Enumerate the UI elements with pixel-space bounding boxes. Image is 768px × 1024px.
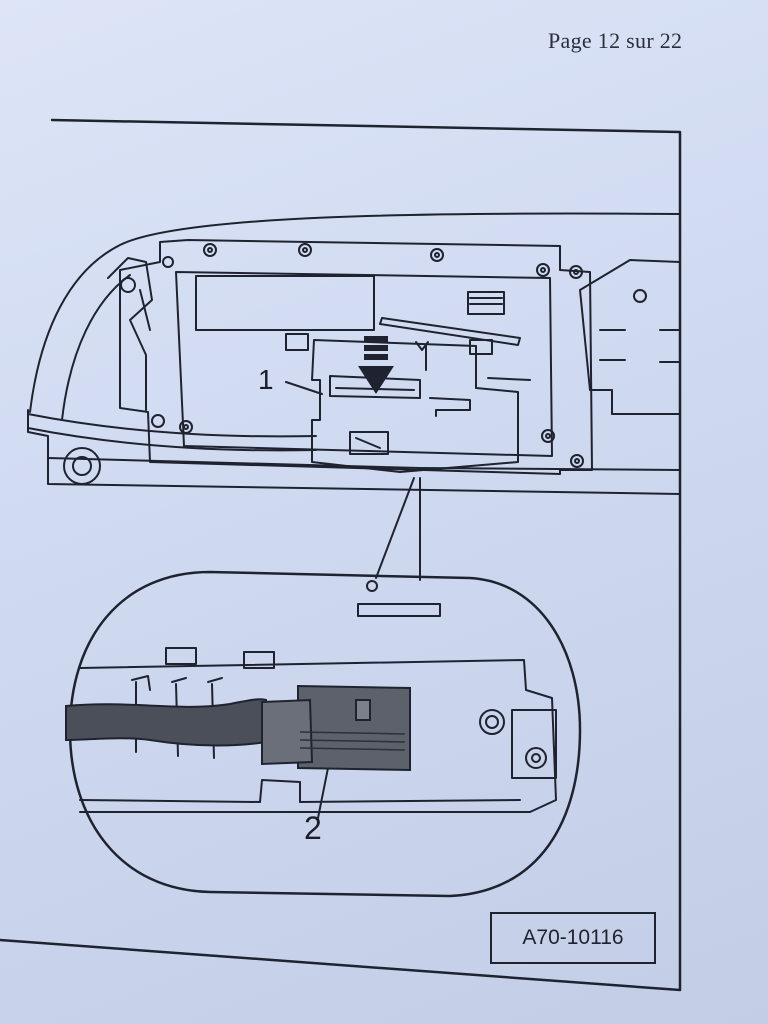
- module-latch: [311, 339, 519, 473]
- callout-2: 2: [304, 810, 322, 846]
- wiring-harness: [65, 698, 267, 747]
- down-arrow-icon: [358, 336, 394, 394]
- detail-bubble: [68, 570, 582, 898]
- page-number: Page 12 sur 22: [548, 28, 683, 53]
- mounting-bracket: [119, 239, 593, 475]
- detail-pointer: [375, 477, 421, 581]
- figure-reference: A70-10116: [490, 912, 656, 964]
- callout-1-leader: [285, 381, 323, 395]
- electrical-connector: [261, 684, 411, 772]
- callout-1: 1: [258, 364, 274, 395]
- figure-frame: [0, 118, 682, 992]
- dashboard-outline: [29, 212, 681, 413]
